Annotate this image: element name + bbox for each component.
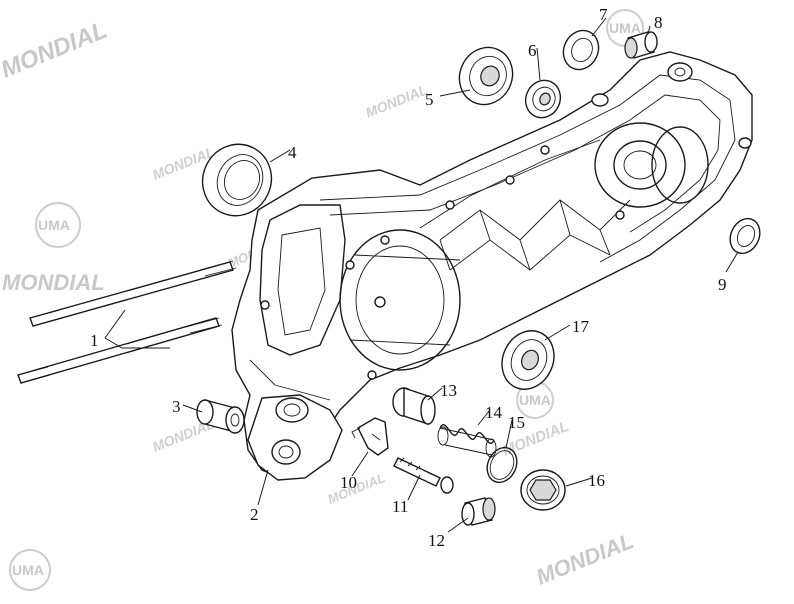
uma-logo-icon: UMA: [9, 549, 51, 591]
uma-logo-icon: UMA: [35, 202, 81, 248]
bearing-medium: [524, 79, 562, 119]
drain-cap: [520, 469, 566, 511]
needle-bushing: [624, 31, 658, 59]
callout-2: 2: [250, 505, 259, 524]
bearing-small: [562, 29, 600, 71]
callout-3: 3: [172, 397, 181, 416]
callout-12: 12: [428, 531, 445, 550]
callout-16: 16: [588, 471, 605, 490]
o-ring: [486, 446, 518, 484]
callout-labels: 1 2 3 4 5 6 7 8 9 10 11 12 13 14 15 16 1…: [90, 5, 727, 550]
callout-7: 7: [599, 5, 608, 24]
callout-5: 5: [425, 90, 434, 109]
watermark-mondial: MONDIAL: [363, 81, 430, 120]
callout-6: 6: [528, 41, 537, 60]
bushing: [196, 399, 245, 434]
watermark-mondial: MONDIAL: [533, 528, 638, 590]
plug: [392, 387, 436, 425]
leader-lines: [104, 17, 739, 533]
callout-17: 17: [572, 317, 590, 336]
callout-1: 1: [90, 331, 99, 350]
callout-14: 14: [485, 403, 503, 422]
bearing-large: [458, 46, 514, 106]
svg-text:UMA: UMA: [12, 562, 44, 578]
callout-4: 4: [288, 143, 297, 162]
clamp-bracket: [351, 417, 389, 456]
callout-13: 13: [440, 381, 457, 400]
svg-text:UMA: UMA: [609, 20, 641, 36]
shaft-pin: [393, 457, 454, 494]
callout-10: 10: [340, 473, 357, 492]
callout-15: 15: [508, 413, 525, 432]
stud-bolts: [17, 260, 237, 384]
oil-seal-small: [729, 217, 761, 255]
callout-9: 9: [718, 275, 727, 294]
svg-text:UMA: UMA: [519, 392, 551, 408]
bearing-crank: [501, 330, 555, 390]
crankcase-housing: [231, 51, 753, 481]
callout-8: 8: [654, 13, 663, 32]
svg-text:UMA: UMA: [38, 217, 70, 233]
watermark-mondial: MONDIAL: [0, 17, 111, 84]
spring: [437, 424, 497, 458]
oil-seal-large: [201, 143, 273, 217]
sleeve: [461, 497, 496, 526]
callout-11: 11: [392, 497, 408, 516]
watermark-mondial: MONDIAL: [2, 270, 105, 295]
